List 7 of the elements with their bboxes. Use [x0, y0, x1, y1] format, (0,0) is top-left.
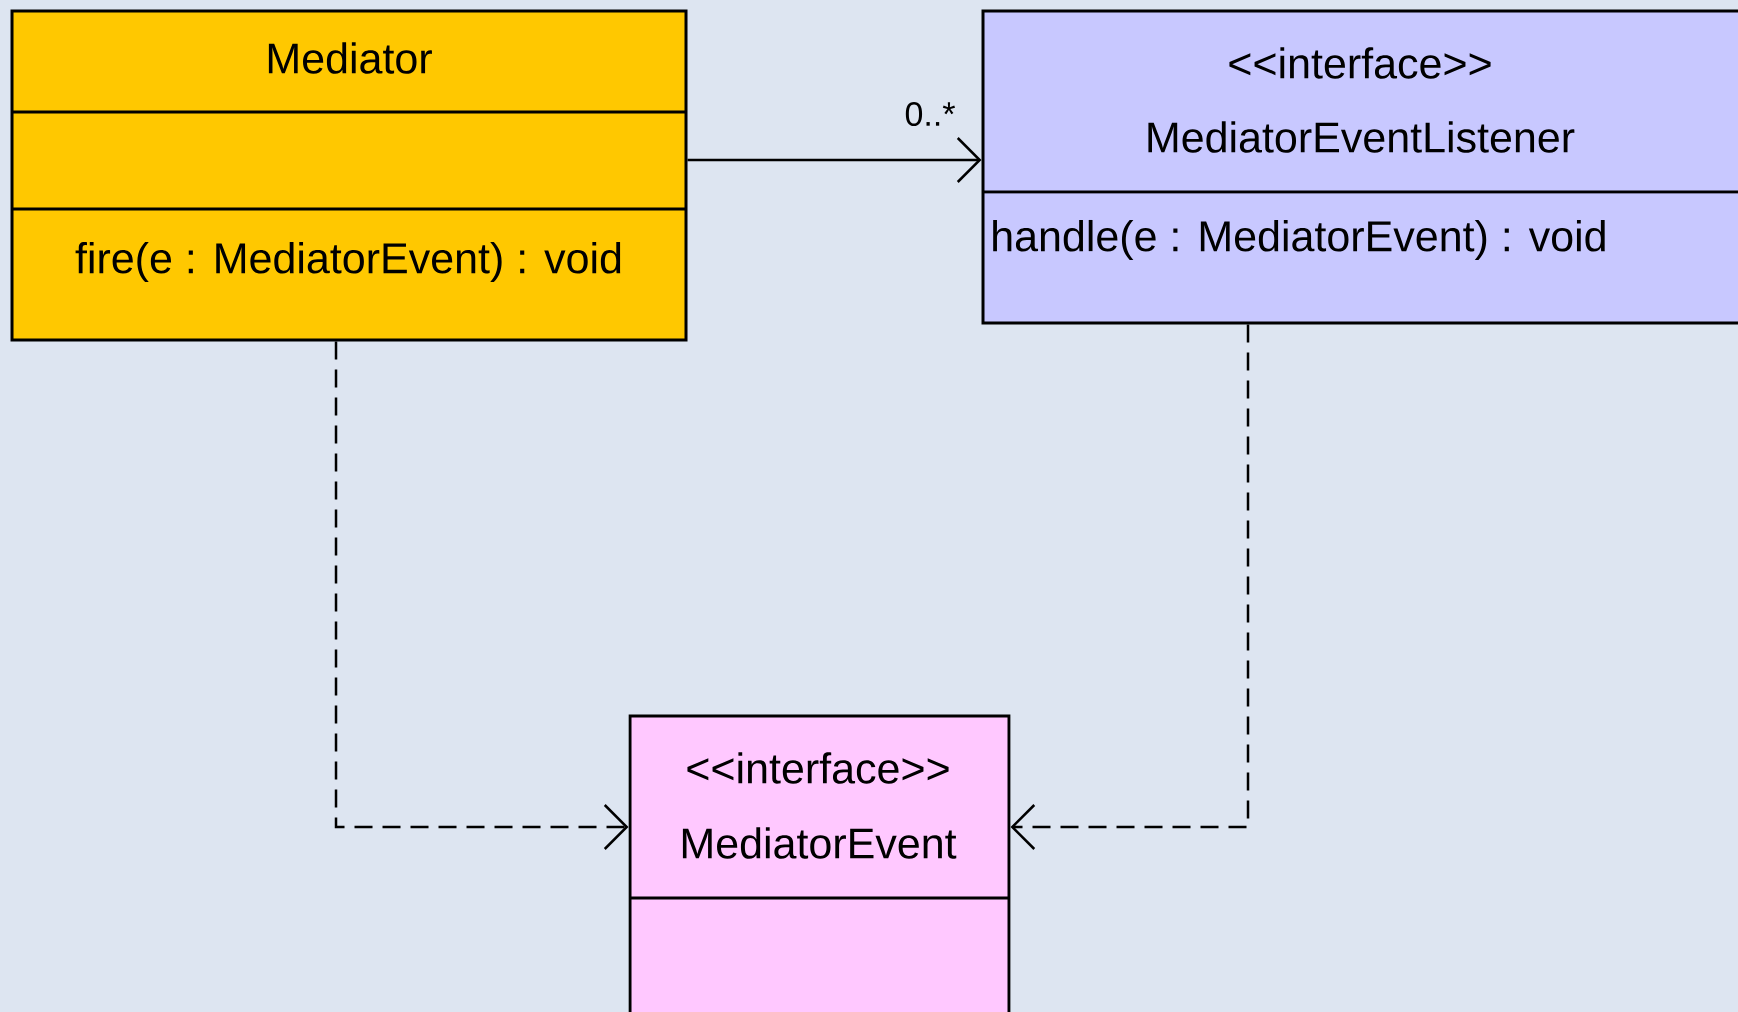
class-box: <<interface>> MediatorEventListener handle(e : MediatorEvent) : void: [981, 9, 1738, 325]
multiplicity-label: 0..*: [905, 101, 955, 127]
class-box: Mediator fire(e : MediatorEvent) : void: [10, 9, 688, 342]
arrow: [334, 341, 629, 850]
arrow: [1010, 324, 1250, 850]
class-box: <<interface>> MediatorEvent: [628, 714, 1011, 1012]
arrow: [687, 137, 982, 183]
